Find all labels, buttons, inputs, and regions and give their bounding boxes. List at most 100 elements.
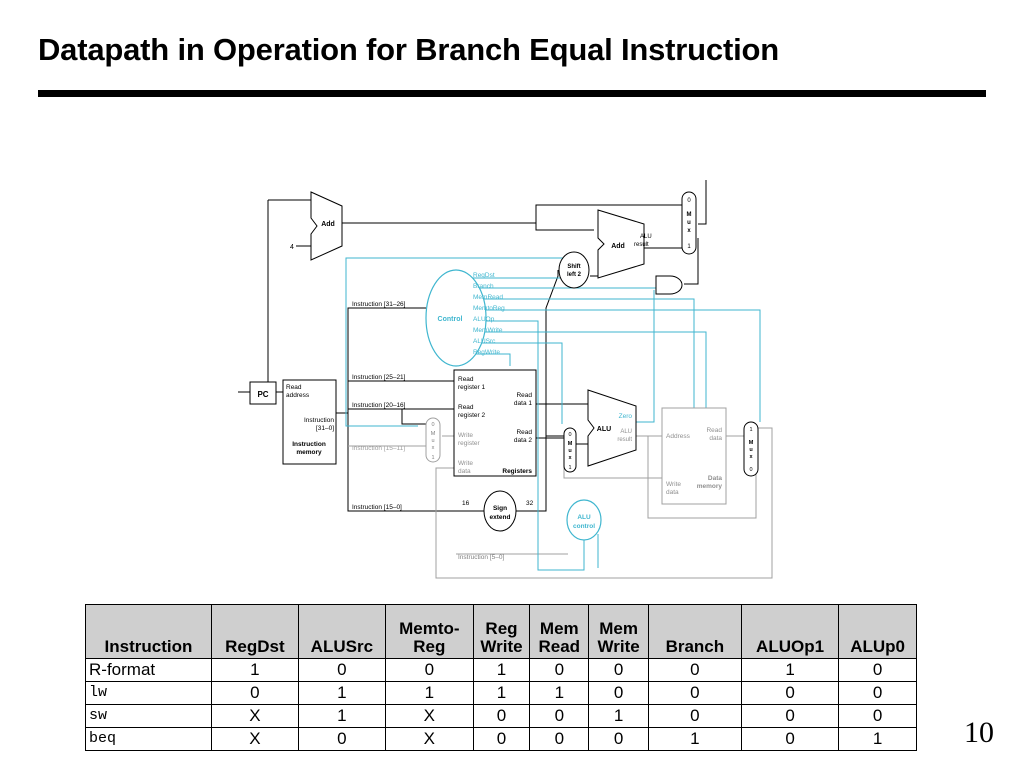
alu-label: ALU bbox=[597, 426, 611, 433]
four-label: 4 bbox=[290, 244, 294, 251]
reg-wr-1: Write bbox=[458, 432, 473, 439]
table-cell: 0 bbox=[740, 681, 840, 705]
reg-wr-2: register bbox=[458, 440, 481, 447]
memtoreg-mux-1: 1 bbox=[749, 427, 752, 433]
alu-result-1: ALU bbox=[620, 429, 632, 435]
pc-mux-m: M bbox=[687, 212, 692, 218]
imem-labels: Read address Instruction [31–0] Instruct… bbox=[286, 384, 334, 456]
signal-regdst: RegDst bbox=[473, 272, 495, 279]
pc-mux-0: 0 bbox=[687, 198, 691, 204]
column-header-aluop1: ALUOp1 bbox=[740, 604, 840, 659]
reg-rr2-1: Read bbox=[458, 404, 474, 411]
table-cell: 0 bbox=[529, 727, 590, 751]
registers-label: Registers bbox=[502, 468, 532, 475]
signal-memread: MemRead bbox=[473, 294, 503, 301]
regdst-mux-m: M bbox=[431, 431, 436, 437]
table-cell: 0 bbox=[838, 681, 917, 705]
table-cell: 0 bbox=[297, 658, 386, 682]
wire-add-to-mux bbox=[342, 204, 682, 224]
label-instr-20-16: Instruction [20–16] bbox=[352, 402, 406, 409]
pc-mux-u: u bbox=[687, 220, 691, 226]
table-cell: 1 bbox=[838, 727, 917, 751]
wire-and-to-mux bbox=[684, 238, 699, 285]
table-cell: 0 bbox=[384, 658, 474, 682]
table-cell: 0 bbox=[647, 681, 742, 705]
regdst-mux bbox=[425, 417, 441, 463]
imem-name-2: memory bbox=[296, 449, 322, 456]
reg-rr2-2: register 2 bbox=[458, 412, 485, 419]
data-memory bbox=[661, 407, 727, 505]
table-cell: 0 bbox=[647, 704, 742, 728]
alusrc-mux-m: M bbox=[568, 441, 573, 447]
table-row: sw X 1 X 0 0 1 0 0 0 bbox=[85, 704, 917, 728]
row-name-rformat: R-format bbox=[85, 658, 212, 682]
branch-adder bbox=[597, 209, 645, 279]
table-cell: 0 bbox=[838, 658, 917, 682]
zero-label: Zero bbox=[619, 413, 633, 420]
wire-pc4-to-branchadd bbox=[535, 223, 594, 231]
table-cell: 1 bbox=[529, 681, 590, 705]
register-file-labels: Read register 1 Read register 2 Write re… bbox=[458, 376, 532, 475]
table-cell: 1 bbox=[472, 681, 531, 705]
memtoreg-mux-labels: 1 M u x 0 bbox=[749, 427, 754, 473]
pc-source-mux bbox=[681, 191, 697, 255]
signal-regwrite: RegWrite bbox=[473, 349, 500, 356]
memtoreg-mux-0: 0 bbox=[749, 467, 752, 473]
branch-adder-label: Add bbox=[611, 243, 625, 250]
alusrc-mux-x: x bbox=[568, 455, 572, 461]
wire-memread bbox=[468, 298, 695, 414]
table-cell: 0 bbox=[529, 704, 590, 728]
dmem-rd-1: Read bbox=[706, 427, 722, 434]
pc-mux-x: x bbox=[687, 228, 691, 234]
table-cell: 0 bbox=[472, 704, 531, 728]
table-cell: 1 bbox=[588, 704, 649, 728]
column-header-aluop0: ALUp0 bbox=[838, 604, 917, 659]
memtoreg-mux-m: M bbox=[749, 440, 754, 446]
alusrc-mux-labels: 0 M u x 1 bbox=[568, 432, 573, 471]
pc-adder bbox=[310, 191, 343, 261]
sign-extend bbox=[483, 490, 517, 532]
regdst-mux-u: u bbox=[431, 438, 434, 444]
pc-label: PC bbox=[257, 390, 268, 399]
branch-adder-result-1: ALU bbox=[640, 234, 652, 240]
alusrc-mux bbox=[563, 427, 577, 473]
dmem-address: Address bbox=[666, 433, 691, 440]
wire-writeback bbox=[435, 427, 773, 579]
dmem-wd-1: Write bbox=[666, 481, 681, 488]
imem-read-1: Read bbox=[286, 384, 302, 391]
imem-instr-2: [31–0] bbox=[316, 425, 334, 432]
table-cell: 1 bbox=[472, 658, 531, 682]
alusrc-mux-u: u bbox=[568, 448, 571, 454]
regdst-mux-0: 0 bbox=[431, 422, 434, 428]
table-cell: 0 bbox=[838, 704, 917, 728]
dmem-wd-2: data bbox=[666, 489, 679, 496]
sign-extend-2: extend bbox=[490, 514, 511, 521]
wires-black bbox=[238, 180, 707, 512]
imem-instr-1: Instruction bbox=[304, 417, 334, 424]
slide-title: Datapath in Operation for Branch Equal I… bbox=[38, 32, 779, 67]
control-unit bbox=[425, 269, 487, 367]
table-cell: 0 bbox=[588, 658, 649, 682]
pc-register bbox=[249, 381, 277, 405]
reg-wd-2: data bbox=[458, 468, 471, 475]
wire-pc-loop-top bbox=[698, 180, 707, 225]
alu-control-2: control bbox=[573, 523, 595, 530]
alu-control bbox=[566, 499, 602, 541]
wire-memtoreg bbox=[468, 309, 761, 422]
table-cell: 0 bbox=[647, 658, 742, 682]
table-cell: 1 bbox=[647, 727, 742, 751]
column-header-branch: Branch bbox=[647, 604, 742, 659]
table-cell: 1 bbox=[384, 681, 474, 705]
alusrc-mux-0: 0 bbox=[568, 432, 571, 438]
alusrc-mux-1: 1 bbox=[568, 465, 571, 471]
memtoreg-mux-x: x bbox=[749, 454, 753, 460]
memtoreg-mux-u: u bbox=[749, 447, 752, 453]
dmem-rd-2: data bbox=[709, 435, 722, 442]
reg-rd1-2: data 1 bbox=[514, 400, 532, 407]
label-instr-31-26: Instruction [31–26] bbox=[352, 301, 406, 308]
table-cell: X bbox=[210, 727, 299, 751]
signal-branch: Branch bbox=[473, 283, 494, 290]
